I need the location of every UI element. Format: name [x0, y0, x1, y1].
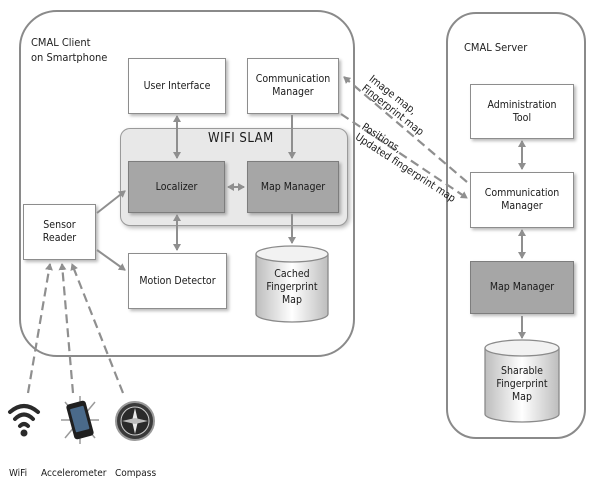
server-communication-manager-box: Communication Manager: [470, 172, 574, 228]
administration-tool-box: Administration Tool: [470, 84, 574, 139]
client-communication-manager-box: Communication Manager: [247, 58, 339, 114]
sharable-map-label: Sharable Fingerprint Map: [496, 365, 548, 403]
compass-sensor: [114, 400, 156, 442]
accelerometer-sensor: [57, 394, 103, 446]
compass-label: Compass: [115, 468, 157, 479]
localizer-box: Localizer: [128, 161, 225, 213]
user-interface-box: User Interface: [128, 58, 226, 114]
cylinder-shape: [484, 339, 560, 423]
wifi-slam-title: WIFI SLAM: [208, 131, 274, 146]
server-title: CMAL Server: [464, 41, 528, 54]
accelerometer-label: Accelerometer: [41, 468, 107, 479]
sensor-reader-box: Sensor Reader: [23, 204, 96, 260]
cached-map-label: Cached Fingerprint Map: [266, 268, 318, 306]
cached-fingerprint-map: Cached Fingerprint Map: [254, 244, 330, 324]
compass-icon: [115, 401, 155, 441]
wifi-icon: [8, 404, 40, 437]
wifi-label: WiFi: [9, 468, 28, 479]
client-map-manager-box: Map Manager: [247, 161, 339, 213]
cylinder-shape: [255, 245, 329, 323]
client-title: CMAL Client on Smartphone: [31, 36, 108, 64]
server-map-manager-box: Map Manager: [470, 261, 574, 314]
accelerometer-icon: [61, 396, 99, 444]
motion-detector-box: Motion Detector: [128, 253, 227, 309]
wifi-sensor: [6, 398, 42, 442]
sharable-fingerprint-map: Sharable Fingerprint Map: [483, 338, 561, 424]
